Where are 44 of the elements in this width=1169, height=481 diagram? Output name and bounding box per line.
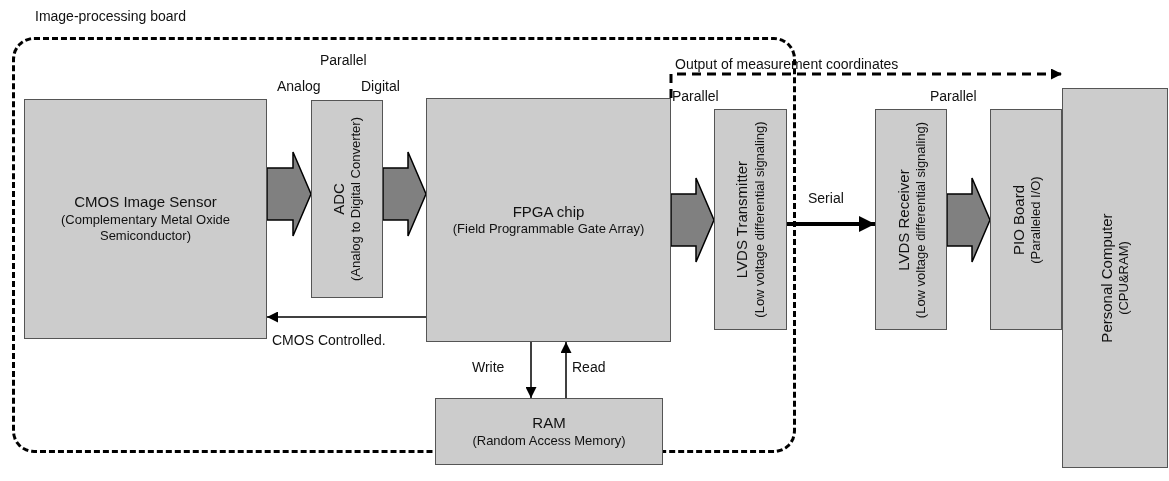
component-box	[1062, 88, 1168, 468]
component-name: Personal Computer	[1097, 213, 1116, 343]
component-box	[426, 98, 671, 342]
block-arrow	[946, 177, 991, 263]
component-description: (Low voltage differential signaling)	[912, 121, 929, 318]
component-description: (Field Programmable Gate Array)	[452, 221, 645, 238]
component-description: (Analog to Digital Converter)	[348, 117, 365, 281]
component-name: ADC	[329, 183, 348, 215]
signal-label: Analog	[277, 78, 321, 94]
component-box	[435, 398, 663, 465]
component-description: (CPU&RAM)	[1116, 241, 1133, 315]
arrow	[787, 216, 875, 232]
component-box	[24, 99, 267, 339]
component-box	[311, 100, 383, 298]
component-box	[714, 109, 787, 330]
signal-label: Parallel	[930, 88, 977, 104]
arrow	[560, 341, 572, 399]
component-description: (Low voltage differential signaling)	[751, 121, 768, 318]
block-arrow	[266, 151, 312, 237]
component-name: LVDS Receiver	[893, 168, 912, 271]
signal-label: Parallel	[672, 88, 719, 104]
arrow	[525, 341, 537, 399]
component-description: (Random Access Memory)	[472, 432, 626, 449]
arrow	[266, 311, 427, 323]
component-name: PIO Board	[1008, 184, 1027, 255]
block-arrow	[382, 151, 427, 237]
component-box	[875, 109, 947, 330]
component-name: CMOS Image Sensor	[74, 193, 217, 213]
edge-label: CMOS Controlled.	[272, 332, 386, 348]
signal-label: Parallel	[320, 52, 367, 68]
edge-label: Output of measurement coordinates	[675, 56, 899, 72]
edge-label: Read	[572, 359, 606, 375]
component-name: LVDS Transmitter	[733, 160, 751, 279]
component-description: (Paralleled I/O)	[1027, 175, 1044, 264]
block-arrow	[670, 177, 715, 263]
component-description: (Complementary Metal Oxide Semiconductor)	[59, 212, 232, 245]
edge-label: Write	[472, 359, 505, 375]
arrow	[669, 68, 1062, 98]
signal-label: Digital	[361, 78, 400, 94]
component-name: FPGA chip	[512, 202, 585, 222]
edge-label: Serial	[808, 190, 844, 206]
component-box	[990, 109, 1062, 330]
component-name: RAM	[532, 414, 566, 433]
board-title: Image-processing board	[35, 8, 186, 24]
